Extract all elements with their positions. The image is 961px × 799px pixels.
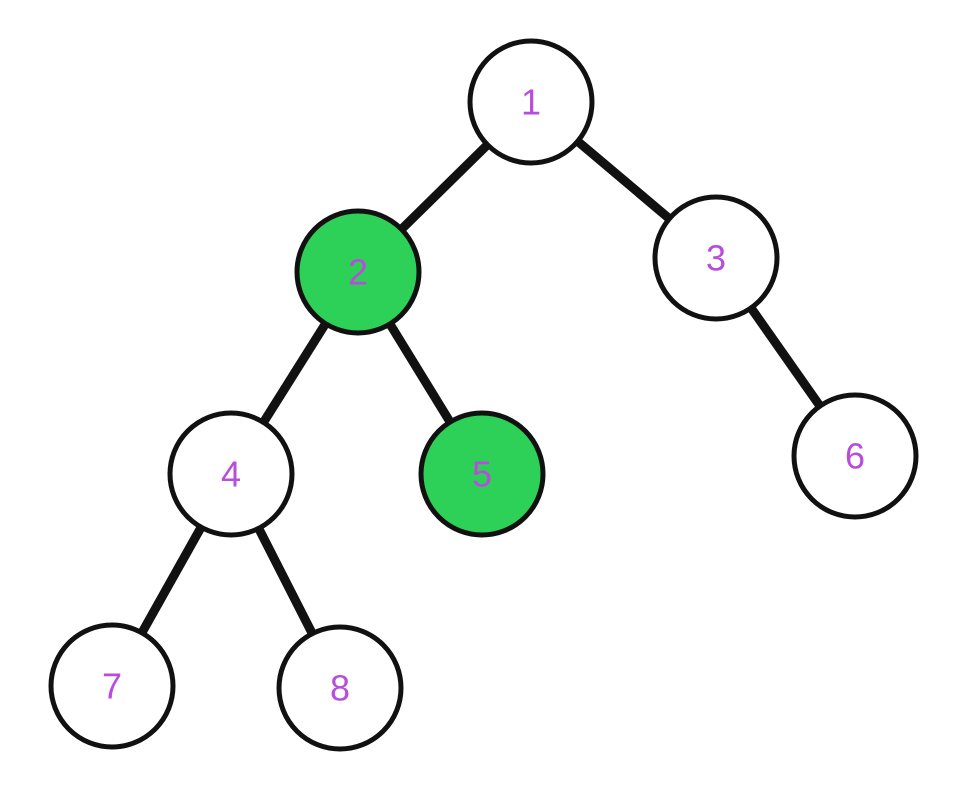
node-circle-2: [294, 208, 422, 336]
node-label-1: 1: [521, 82, 541, 123]
node-label-8: 8: [330, 668, 350, 709]
tree-node-7: 7: [48, 622, 176, 750]
edge-n1-n3: [571, 135, 676, 225]
node-label-7: 7: [102, 666, 122, 707]
tree-node-3: 3: [652, 194, 780, 322]
edge-n2-n4: [257, 317, 332, 429]
node-circle-3: [652, 194, 780, 322]
node-circle-1: [467, 38, 595, 166]
node-label-3: 3: [706, 238, 726, 279]
node-circle-7: [48, 622, 176, 750]
tree-node-6: 6: [791, 392, 919, 520]
node-circle-6: [791, 392, 919, 520]
tree-node-8: 8: [276, 624, 404, 752]
node-label-4: 4: [221, 454, 241, 495]
node-circle-4: [167, 410, 295, 538]
tree-node-2: 2: [294, 208, 422, 336]
tree-node-5: 5: [418, 410, 546, 538]
edge-n4-n8: [252, 522, 319, 640]
tree-edges: [135, 135, 826, 640]
edge-n4-n7: [135, 521, 208, 639]
edge-n2-n5: [383, 318, 457, 428]
node-label-5: 5: [472, 454, 492, 495]
node-label-6: 6: [845, 436, 865, 477]
tree-node-1: 1: [467, 38, 595, 166]
tree-nodes: 1 2 3 4 5 6 7 8: [48, 38, 919, 752]
edge-n1-n2: [395, 138, 494, 236]
node-circle-5: [418, 410, 546, 538]
node-label-2: 2: [348, 252, 368, 293]
node-circle-8: [276, 624, 404, 752]
tree-node-4: 4: [167, 410, 295, 538]
edge-n3-n6: [745, 302, 826, 412]
